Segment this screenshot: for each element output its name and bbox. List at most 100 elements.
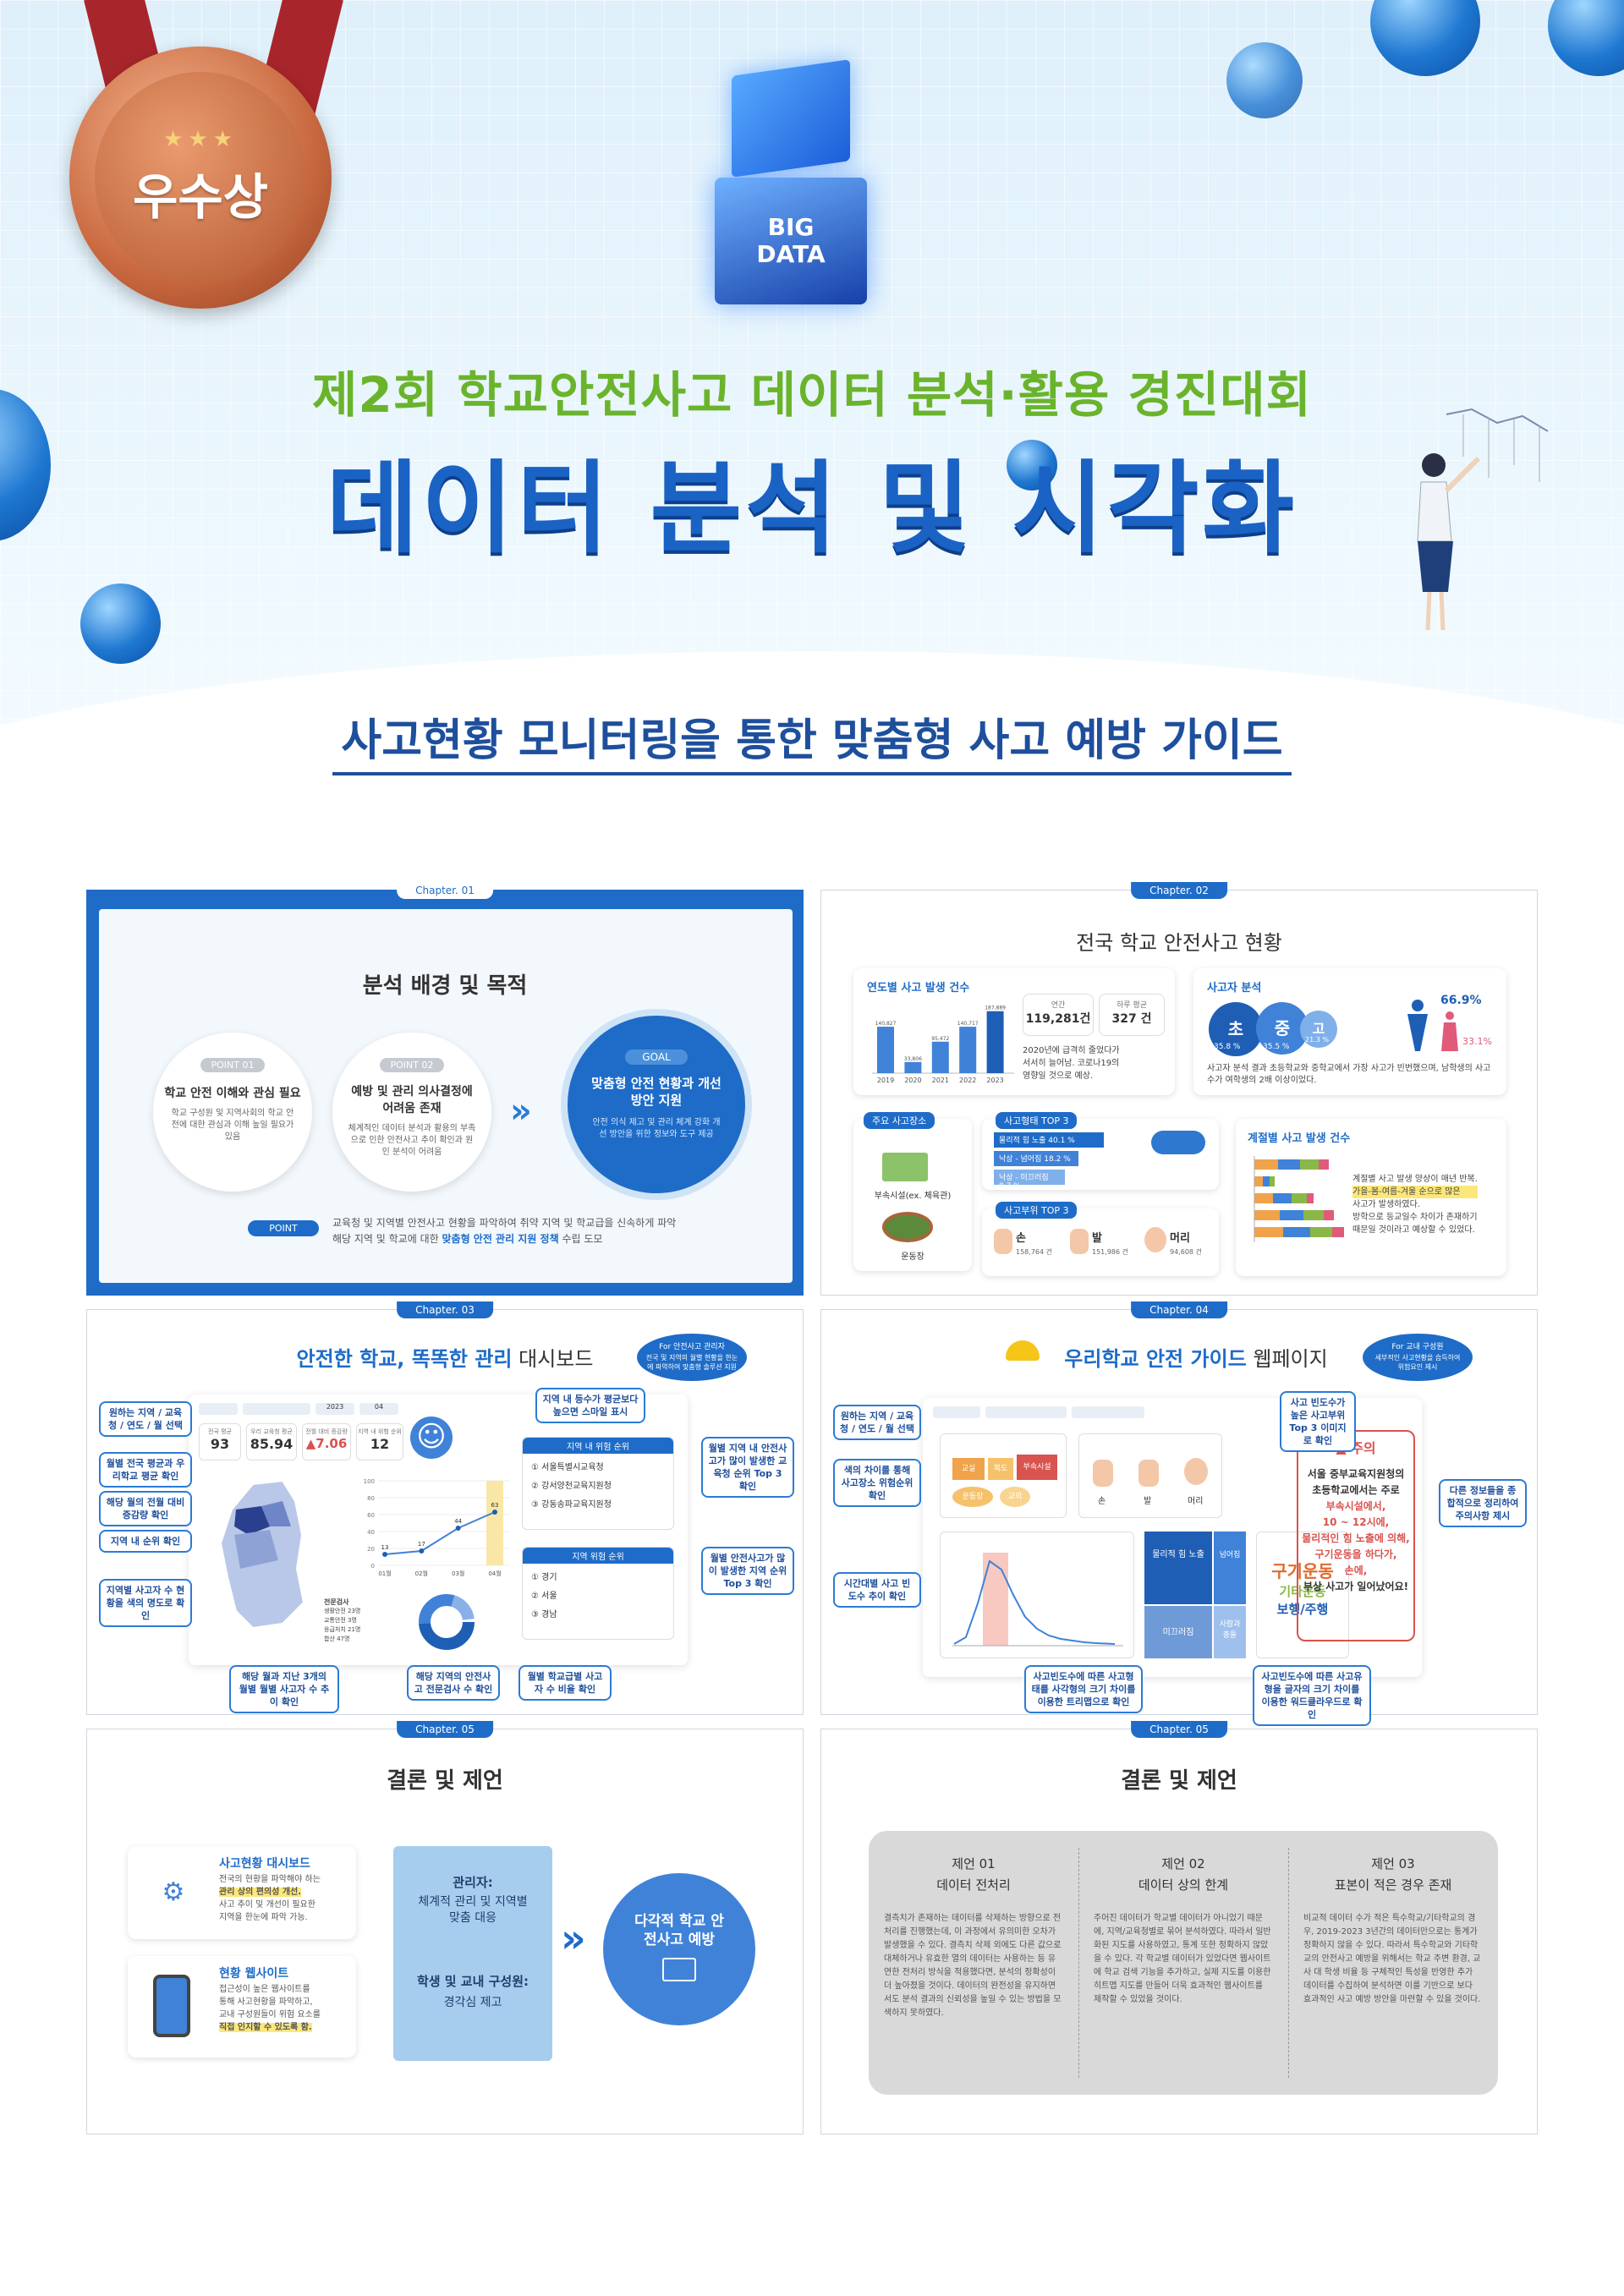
suggestion-text: 비교적 데이터 수가 적은 특수학교/기타학교의 경우, 2019-2023 3…	[1303, 1914, 1481, 2004]
target-badge-text: 전국 및 지역의 월별 현황을 한눈에 파악하여 맞춤형 솔루션 지원	[645, 1354, 738, 1371]
tree-1: 물리적 힘 노출	[1144, 1532, 1212, 1604]
callout-month-change: 해당 월의 전월 대비 증감량 확인	[99, 1491, 192, 1526]
callout-trend: 해당 월과 지난 3개의 월별 월별 사고자 수 추이 확인	[229, 1665, 339, 1713]
rank-3: 강동송파교육지원청	[541, 1500, 612, 1510]
cube-label: BIG DATA	[756, 213, 826, 268]
foot-icon	[1138, 1460, 1159, 1487]
high-pct: 21.3 %	[1305, 1036, 1329, 1044]
kpi-label: 우리 교육청 평균	[250, 1428, 293, 1435]
yearly-total: 119,281건	[1025, 1012, 1091, 1026]
goal-text: 안전 의식 제고 및 관리 체계 강화 개선 방안을 위한 정보와 도구 제공	[592, 1118, 721, 1139]
middle-bubble: 중	[1256, 1002, 1309, 1055]
big-data-cube-icon: BIG DATA	[715, 59, 867, 304]
season-stacked-chart	[1254, 1156, 1344, 1242]
suggestion-1: 제언 01 데이터 전처리 결측치가 존재하는 데이터를 삭제하는 방향으로 전…	[869, 1831, 1078, 2095]
medal-stars: ★★★	[163, 127, 238, 152]
place-5: 교외	[1000, 1487, 1030, 1507]
panel-title: 우리학교 안전 가이드	[1064, 1347, 1247, 1371]
head-icon	[1184, 1458, 1208, 1485]
dash-line1: 전국의 현황을 파악해야 하는	[219, 1875, 321, 1884]
suggestion-no: 제언 03	[1371, 1856, 1415, 1871]
korea-map	[219, 1479, 305, 1630]
chapter-tab: Chapter. 02	[1131, 882, 1227, 899]
part-1: 손	[1098, 1497, 1106, 1506]
y-tick-label: 80	[367, 1495, 375, 1502]
panel-title: 분석 배경 및 목적	[362, 973, 528, 999]
warning-line4: 10 ~ 12시에,	[1322, 1516, 1390, 1528]
warning-line7: 손에,	[1344, 1564, 1368, 1576]
male-pct: 66.9%	[1440, 994, 1482, 1007]
chapter-4-panel: Chapter. 04 우리학교 안전 가이드 웹페이지 For 교내 구성원 …	[820, 1301, 1538, 1726]
part-2: 발	[1144, 1497, 1152, 1506]
school-level-donut	[419, 1594, 475, 1650]
filter-month[interactable]: 04	[359, 1403, 398, 1415]
warning-title: 주의	[1351, 1440, 1376, 1456]
type-3-pct: 8.7 %	[999, 1182, 1021, 1191]
hanging-chart-icon	[1446, 408, 1549, 482]
data-label: 187,889	[985, 1006, 1006, 1011]
card-title: 사고부위 TOP 3	[996, 1202, 1078, 1219]
web-line1: 접근성이 높은 웹사이트를	[219, 1985, 310, 1994]
rank-2: 강서양천교육지원청	[541, 1482, 612, 1491]
kpi-label: 지역 내 위험 순위	[358, 1428, 402, 1435]
warning-line5: 물리적인 힘 노출에 의해,	[1302, 1532, 1410, 1544]
callout-wordcloud: 사고빈도수에 따른 사고유형을 글자의 크기 차이를 이용한 워드클라우드로 확…	[1253, 1665, 1371, 1726]
type-1: 물리적 힘 노출	[999, 1137, 1046, 1145]
data-label: 44	[454, 1518, 462, 1525]
suggestion-title: 표본이 적은 경우 존재	[1334, 1877, 1452, 1893]
callout-time: 시간대별 사고 빈도수 추이 확인	[833, 1572, 921, 1608]
point-label: POINT 01	[200, 1058, 265, 1072]
target-badge: For 안전사고 관리자 전국 및 지역의 월별 현황을 한눈에 파악하여 맞춤…	[637, 1334, 747, 1381]
callout-guide: 다른 정보들을 종합적으로 정리하여 주의사항 제시	[1439, 1479, 1527, 1527]
panel-title: 결론 및 제언	[1121, 1768, 1237, 1794]
high-bubble: 고	[1300, 1011, 1337, 1048]
warning-line3: 부속시설에서,	[1325, 1500, 1386, 1512]
panel-title: 전국 학교 안전사고 현황	[1076, 931, 1282, 955]
point-text-line1: 교육청 및 지역별 안전사고 현황을 파악하여 취약 지역 및 학교급을 신속하…	[332, 1217, 677, 1229]
callout-map: 지역별 사고자 수 현황을 색의 명도로 확인	[99, 1579, 192, 1627]
point-title: 예방 및 관리 의사결정에 어려움 존재	[351, 1085, 473, 1115]
field-icon	[882, 1212, 933, 1242]
data-label: 63	[491, 1502, 499, 1509]
callout-filter: 원하는 지역 / 교육청 / 연도 / 월 선택	[99, 1401, 192, 1437]
decor-ball	[1226, 42, 1303, 118]
gear-icon: ⚙	[162, 1877, 185, 1907]
point-text-highlight: 맞춤형 안전 관리 지원 정책	[442, 1233, 559, 1245]
kpi-office-avg: 85.94	[250, 1436, 294, 1452]
rank-title: 지역 내 위험 순위	[523, 1438, 673, 1454]
suggestion-3: 제언 03 표본이 적은 경우 존재 비교적 데이터 수가 적은 특수학교/기타…	[1288, 1831, 1498, 2095]
school-icon	[662, 1958, 696, 1981]
title-underline	[332, 772, 1292, 775]
point-04월	[492, 1510, 497, 1515]
result-text: 다각적 학교 안전사고 예방	[634, 1913, 724, 1948]
target-badge-text: 세부적인 사고현황을 습득하여 위험요인 제시	[1374, 1354, 1461, 1371]
callout-month-avg: 월별 전국 평균과 우리학교 평균 확인	[99, 1452, 192, 1488]
student-title: 학생 및 교내 구성원:	[416, 1974, 529, 1989]
student-text: 경각심 제고	[443, 1996, 502, 2009]
yearly-bar-chart: 2019140,827202033,806202195,4722022140,7…	[872, 1006, 1014, 1084]
place-3: 부속시설	[1017, 1455, 1057, 1480]
filter-year[interactable]: 2023	[315, 1403, 354, 1415]
smile-icon: ☺	[410, 1417, 453, 1459]
season-note-3: 사고가 발생하였다.	[1352, 1200, 1420, 1209]
region-1: 경기	[541, 1573, 557, 1582]
goal-title: 맞춤형 안전 현황과 개선 방안 지원	[591, 1076, 721, 1108]
region-danger-list: 지역 위험 순위 ① 경기 ② 서울 ③ 경남	[522, 1547, 674, 1640]
accident-part-card: 사고부위 TOP 3 손 158,764 건 발 151,986 건 머리 94…	[982, 1202, 1219, 1276]
chapter-tab: Chapter. 05	[397, 1721, 493, 1738]
suggestion-text: 결측치가 존재하는 데이터를 삭제하는 방향으로 전처리를 진행했는데, 이 과…	[884, 1914, 1062, 2018]
trend-line	[384, 1511, 496, 1555]
kpi-national-avg: 93	[210, 1436, 230, 1452]
contest-title: 제2회 학교안전사고 데이터 분석·활용 경진대회	[311, 366, 1312, 424]
warning-box: ▲ 주의 서울 중부교육지원청의 초등학교에서는 주로 부속시설에서, 10 ~…	[1297, 1430, 1415, 1641]
web-line2: 통해 사고현황을 파악하고,	[219, 1997, 313, 2007]
type-1-pct: 40.1 %	[1048, 1137, 1075, 1145]
point-text: 체계적인 데이터 분석과 활용의 부족으로 인한 안전사고 추이 확인과 원인 …	[348, 1124, 476, 1157]
web-line3: 교내 구성원들이 위험 요소를	[219, 2010, 321, 2019]
panel-title: 안전한 학교, 똑똑한 관리	[296, 1347, 513, 1371]
callout-top3-office: 월별 지역 내 안전사고가 많이 발생한 교육청 순위 Top 3 확인	[701, 1437, 794, 1498]
y-tick-label: 0	[371, 1563, 375, 1570]
daily-avg: 327 건	[1111, 1012, 1152, 1026]
female-pct: 33.1%	[1462, 1036, 1492, 1047]
place-2: 운동장	[901, 1252, 924, 1262]
